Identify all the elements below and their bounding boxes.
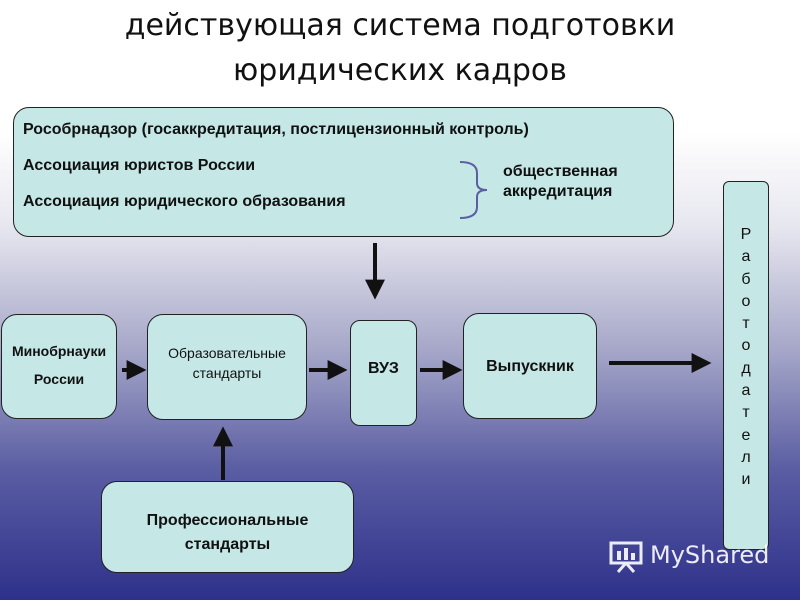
university-box: ВУЗ xyxy=(350,320,417,426)
presentation-board-icon xyxy=(609,541,643,573)
university-label: ВУЗ xyxy=(368,360,399,377)
employers-box: Работодатели xyxy=(723,181,769,550)
watermark-logo: MyShared xyxy=(608,535,769,575)
lawyers-association-label: Ассоциация юристов России xyxy=(23,157,256,174)
legal-education-association-label: Ассоциация юридического образования xyxy=(23,193,346,210)
watermark-text: MyShared xyxy=(650,541,770,569)
curly-brace-icon xyxy=(459,161,488,219)
professional-standards-line1: Профессиональные xyxy=(146,512,309,529)
educational-standards-line2: стандарты xyxy=(192,365,262,381)
public-accreditation-word2: аккредитация xyxy=(503,183,613,200)
slide-title-line2: юридических кадров xyxy=(233,53,567,88)
public-accreditation-word1: общественная xyxy=(503,163,618,180)
ministry-label-line1: Минобрнауки xyxy=(11,343,107,359)
professional-standards-line2: стандарты xyxy=(184,536,271,553)
rosobrnadzor-label: Рособрнадзор (госаккредитация, постлицен… xyxy=(23,121,529,138)
ministry-box: Минобрнауки России xyxy=(1,314,117,419)
employers-label: Работодатели xyxy=(740,226,752,489)
slide-title-line1: действующая система подготовки xyxy=(124,8,676,43)
educational-standards-box: Образовательные стандарты xyxy=(147,314,307,420)
ministry-label-line2: России xyxy=(33,371,85,387)
educational-standards-line1: Образовательные xyxy=(168,345,286,361)
supervision-panel: Рособрнадзор (госаккредитация, постлицен… xyxy=(13,107,674,237)
professional-standards-box: Профессиональные стандарты xyxy=(101,481,354,573)
public-accreditation-label: общественная аккредитация xyxy=(503,162,618,202)
graduate-label: Выпускник xyxy=(486,358,574,375)
graduate-box: Выпускник xyxy=(463,313,597,419)
